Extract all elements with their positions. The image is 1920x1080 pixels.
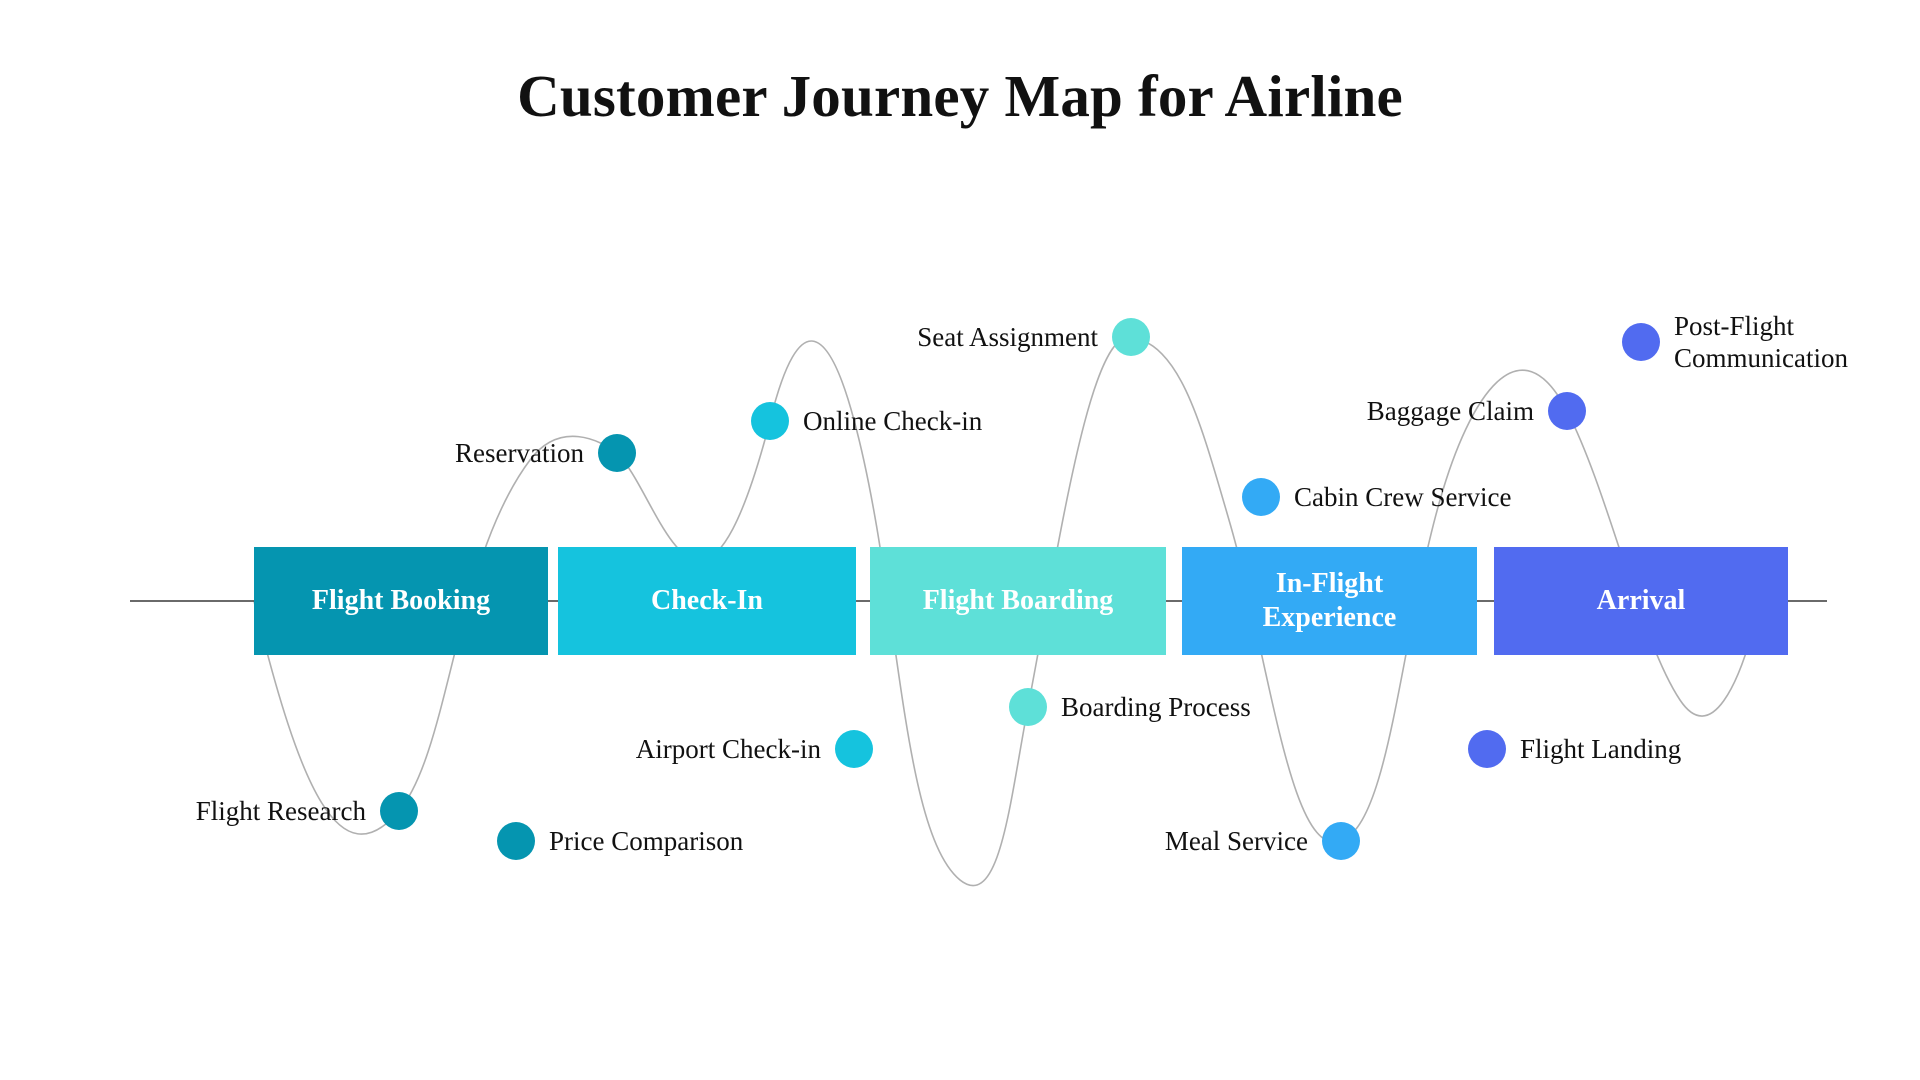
stage-box-flight-booking[interactable]: Flight Booking [254,547,548,655]
touchpoint-dot[interactable] [1622,323,1660,362]
stage-box-flight-boarding[interactable]: Flight Boarding [870,547,1166,655]
stage-box-in-flight-experience[interactable]: In-Flight Experience [1182,547,1477,655]
touchpoint-label: Seat Assignment [917,321,1098,352]
touchpoint-dot[interactable] [1322,822,1360,860]
touchpoint-label: Flight Landing [1520,733,1682,764]
touchpoint-label: Meal Service [1164,825,1308,856]
touchpoint-flight-landing[interactable]: Flight Landing [1468,730,1681,768]
touchpoint-dot[interactable] [598,434,636,472]
touchpoint-label: Price Comparison [549,825,744,856]
stage-label: Flight Booking [311,584,491,616]
touchpoint-dot[interactable] [1468,730,1506,768]
touchpoint-flight-research[interactable]: Flight Research [0,792,418,830]
touchpoint-meal-service[interactable]: Meal Service [0,822,1360,860]
touchpoint-dot[interactable] [1112,318,1150,356]
touchpoint-dot[interactable] [1009,688,1047,726]
touchpoint-label: Reservation [455,437,584,468]
touchpoint-label: Online Check-in [803,405,983,436]
touchpoint-label: Airport Check-in [635,733,821,764]
stage-label: Check-In [650,584,763,616]
page-title: Customer Journey Map for Airline [517,63,1403,129]
touchpoint-dot[interactable] [751,402,789,440]
touchpoint-boarding-process[interactable]: Boarding Process [1009,688,1251,726]
touchpoint-label: Cabin Crew Service [1294,481,1512,512]
touchpoint-airport-check-in[interactable]: Airport Check-in [0,730,873,768]
stage-label: Flight Boarding [922,584,1114,616]
touchpoint-label: Flight Research [195,795,366,826]
touchpoint-label: Boarding Process [1061,691,1251,722]
touchpoint-label: Post-Flight Communication [1674,311,1848,374]
touchpoint-baggage-claim[interactable]: Baggage Claim [0,392,1586,430]
touchpoint-dot[interactable] [1548,392,1586,430]
touchpoint-dot[interactable] [380,792,418,830]
touchpoint-cabin-crew-service[interactable]: Cabin Crew Service [1242,478,1511,516]
stage-label: Arrival [1596,584,1686,616]
touchpoint-online-check-in[interactable]: Online Check-in [751,402,982,440]
stage-label: In-Flight Experience [1262,567,1397,633]
stage-box-arrival[interactable]: Arrival [1494,547,1788,655]
stage-box-check-in[interactable]: Check-In [558,547,856,655]
touchpoint-dot[interactable] [1242,478,1280,516]
touchpoint-dot[interactable] [835,730,873,768]
touchpoint-dot[interactable] [497,822,535,860]
touchpoint-seat-assignment[interactable]: Seat Assignment [0,318,1150,356]
touchpoint-reservation[interactable]: Reservation [0,434,636,472]
touchpoint-price-comparison[interactable]: Price Comparison [497,822,743,860]
touchpoint-label: Baggage Claim [1366,395,1534,426]
touchpoint-post-flight-communication[interactable]: Post-Flight Communication [1622,310,1848,375]
